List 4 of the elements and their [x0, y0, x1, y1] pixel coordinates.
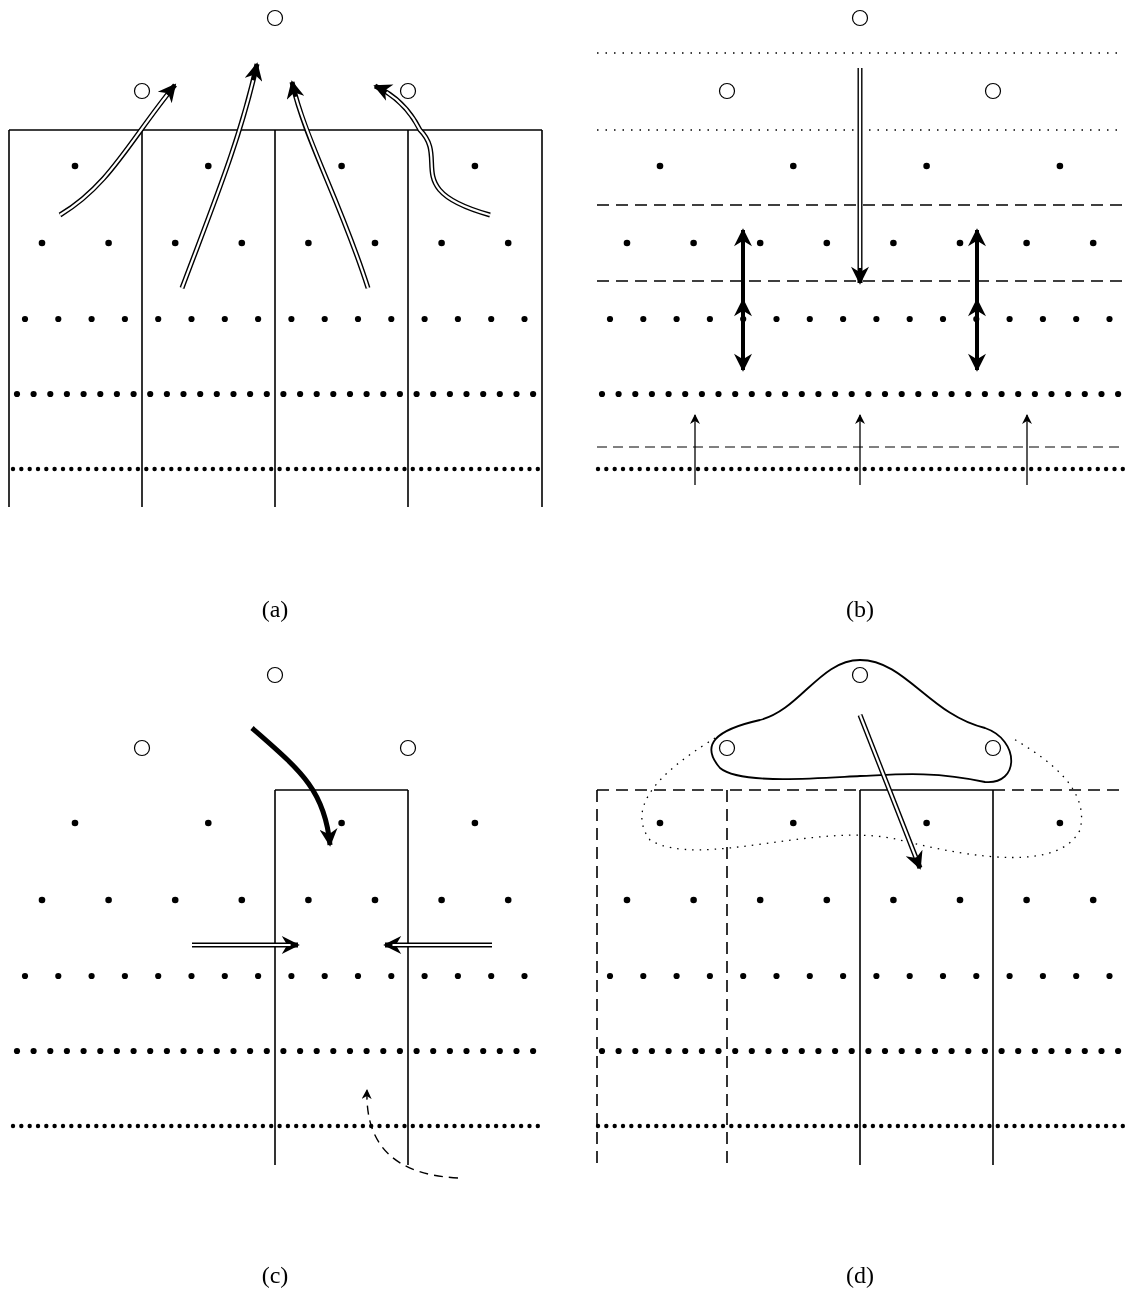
panel-label: (d): [846, 1262, 874, 1289]
panel-label: (a): [261, 596, 289, 623]
panel-label: (b): [846, 596, 874, 623]
panel-label: (c): [261, 1262, 289, 1289]
